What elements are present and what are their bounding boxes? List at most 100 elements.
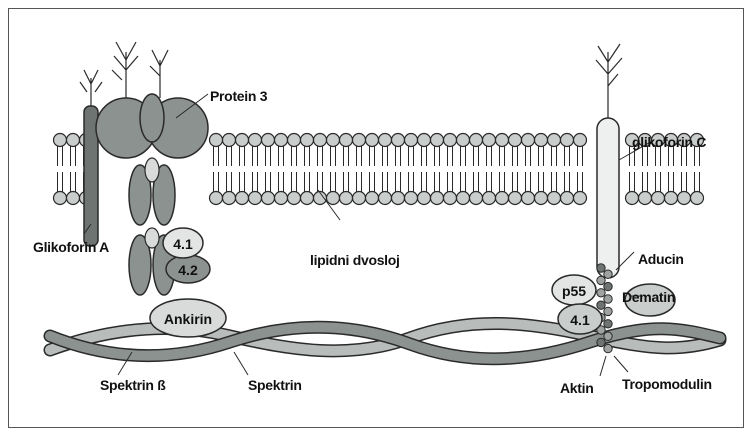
glikoforin-a-sugar-chains [80,70,102,106]
lipid-head [327,192,340,205]
lipid-head [392,134,405,147]
lipid-head [288,134,301,147]
lipid-head [574,134,587,147]
lipid-head [431,192,444,205]
label-glikoforin-a: Glikoforin A [33,239,109,255]
aktin-monomer [597,301,605,309]
lipid-head [652,192,665,205]
lipid-head [54,192,67,205]
lipid-head [223,192,236,205]
glikoforin-a-protein [80,70,102,246]
label-aducin: Aducin [638,251,684,267]
lipid-head [535,134,548,147]
lipid-head [236,192,249,205]
lipid-head [509,134,522,147]
lipid-head [522,192,535,205]
lipid-head [405,134,418,147]
ankirin: Ankirin [150,299,226,337]
aktin-filament [597,264,612,353]
lipid-head [210,192,223,205]
lipid-head [314,134,327,147]
lipid-head [67,134,80,147]
lipid-head [470,192,483,205]
lipid-head [639,192,652,205]
label-spektrin: Spektrin [248,377,302,393]
aktin-monomer [604,307,612,315]
lipid-head [366,134,379,147]
ankirin-label: Ankirin [164,311,212,327]
lipid-head [444,192,457,205]
lipid-head [275,134,288,147]
lipid-head [483,192,496,205]
band-4-1-left: 4.1 [163,228,203,258]
lipid-head [301,134,314,147]
label-aktin: Aktin [560,380,594,396]
lipid-head [431,134,444,147]
lipid-head [457,134,470,147]
p55-label: p55 [562,283,586,299]
aktin-monomer [597,338,605,346]
lipid-head [340,192,353,205]
lipid-head [548,192,561,205]
band-4-1-right-label: 4.1 [570,312,590,328]
band-4-2-label: 4.2 [178,262,198,278]
lipid-head [327,134,340,147]
lipid-head [522,134,535,147]
lipid-head [678,192,691,205]
lipid-head [548,134,561,147]
label-protein-3: Protein 3 [210,88,268,104]
lipid-head [353,192,366,205]
lipid-head [223,134,236,147]
lipid-head [340,134,353,147]
lipid-head [301,192,314,205]
lipid-head [535,192,548,205]
lipid-head [665,192,678,205]
aktin-monomer [604,332,612,340]
lipid-head [249,134,262,147]
protein-3-sugar-chains [112,42,168,98]
label-tropomodulin: Tropomodulin [622,376,712,392]
lipid-head [366,192,379,205]
p55: p55 [552,275,596,305]
lipid-head [691,192,704,205]
band-4-2: 4.2 [166,255,210,283]
lipid-head [574,192,587,205]
label-glikoforin-c: glikoforin C [632,134,706,150]
lipid-head [483,134,496,147]
lipid-head [249,192,262,205]
aktin-monomer [597,276,605,284]
label-dematin: Dematin [622,289,675,305]
lipid-head [236,134,249,147]
lipid-head [262,192,275,205]
lipid-head [496,134,509,147]
lipid-head [275,192,288,205]
glikoforin-c-protein [596,44,622,278]
aktin-monomer [597,264,605,272]
lipid-head [561,192,574,205]
spectrin-network [50,323,720,358]
lipid-head [54,134,67,147]
lipid-head [262,134,275,147]
lipid-head [418,134,431,147]
label-spektrin-b: Spektrin ß [100,377,166,393]
lipid-head [379,134,392,147]
label-lipidni-dvosloj: lipidni dvosloj [310,252,400,268]
band-4-1-left-label: 4.1 [173,236,193,252]
lipid-head [67,192,80,205]
band-4-1-right: 4.1 [558,304,602,334]
lipid-head [470,134,483,147]
lipid-head [405,192,418,205]
lipid-head [626,192,639,205]
aktin-monomer [604,282,612,290]
aktin-monomer [597,289,605,297]
lipid-head [379,192,392,205]
aktin-monomer [604,344,612,352]
lipid-head [210,134,223,147]
aktin-monomer [604,295,612,303]
lipid-head [496,192,509,205]
lipid-head [444,134,457,147]
lipid-head [288,192,301,205]
aktin-monomer [604,270,612,278]
